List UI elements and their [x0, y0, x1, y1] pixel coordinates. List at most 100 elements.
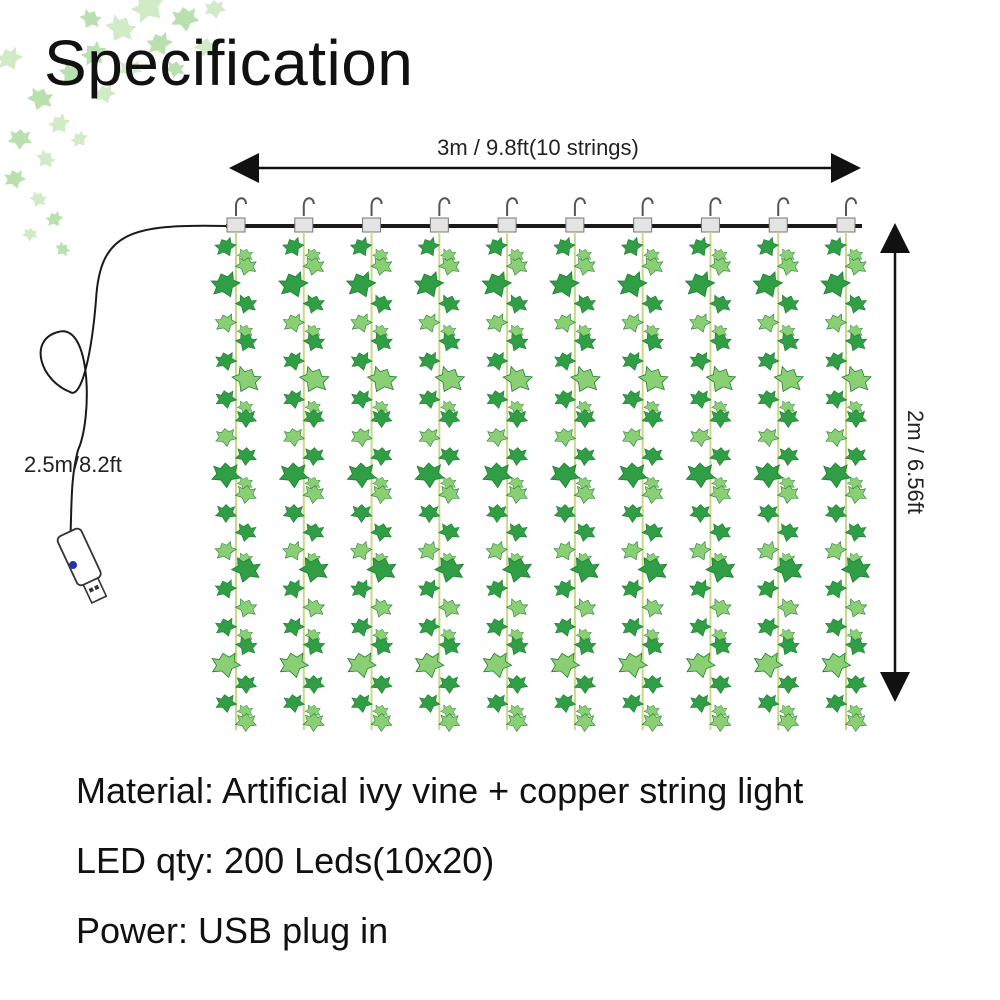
ivy-leaf-icon [214, 236, 237, 257]
ivy-leaf-icon [824, 313, 848, 333]
ivy-leaf-icon [641, 713, 664, 733]
ivy-leaf-icon [438, 447, 461, 467]
ivy-leaf-icon [438, 598, 461, 618]
hook-icon [370, 197, 383, 216]
ivy-leaf-icon [689, 428, 712, 447]
ivy-leaf-icon [824, 504, 848, 524]
clip-icon [700, 217, 720, 233]
ivy-leaf-icon [641, 523, 664, 542]
ivy-string [413, 197, 466, 733]
ivy-leaf-icon [302, 635, 326, 656]
ivy-leaf-icon [486, 351, 509, 371]
ivy-leaf-icon [506, 409, 529, 429]
ivy-string [278, 197, 330, 733]
ivy-leaf-icon [234, 256, 257, 276]
ivy-leaf-icon [234, 409, 258, 429]
ivy-leaf-icon [620, 236, 644, 257]
ivy-leaf-icon [283, 428, 306, 447]
ivy-string [616, 197, 669, 733]
ivy-leaf-icon [709, 598, 732, 618]
ivy-leaf-icon [438, 675, 461, 695]
ivy-leaf-icon [433, 556, 465, 583]
hook-icon [573, 197, 586, 216]
ivy-leaf-icon [553, 579, 576, 599]
ivy-leaf-icon [573, 485, 596, 504]
ivy-leaf-icon [347, 652, 377, 679]
ivy-leaf-icon [413, 270, 445, 298]
ivy-leaf-icon [278, 462, 310, 489]
ivy-leaf-icon [845, 635, 868, 656]
ivy-leaf-icon [753, 652, 784, 679]
ivy-leaf-icon [438, 332, 461, 352]
ivy-leaf-icon [346, 462, 377, 489]
ivy-leaf-icon [350, 313, 373, 333]
ivy-leaf-icon [621, 504, 644, 524]
ivy-leaf-icon [709, 713, 732, 733]
ivy-leaf-icon [370, 256, 393, 276]
ivy-leaf-icon [434, 365, 466, 393]
ivy-leaf-icon [193, 38, 216, 57]
hook-icon [438, 197, 451, 216]
ivy-leaf-icon [776, 523, 799, 542]
ivy-leaf-icon [689, 694, 712, 713]
ivy-leaf-icon [171, 7, 200, 32]
ivy-leaf-icon [824, 540, 847, 561]
ivy-leaf-icon [757, 351, 780, 371]
ivy-leaf-icon [756, 579, 780, 599]
ivy-leaf-icon [215, 694, 238, 713]
ivy-leaf-icon [549, 270, 580, 298]
ivy-leaf-icon [776, 485, 799, 504]
ivy-leaf-icon [844, 332, 868, 352]
ivy-leaf-icon [505, 256, 528, 276]
ivy-leaf-icon [505, 294, 529, 314]
ivy-leaf-icon [370, 447, 393, 467]
ivy-leaf-icon [569, 556, 600, 583]
ivy-leaf-icon [688, 540, 712, 561]
ivy-leaf-icon [757, 313, 780, 333]
ivy-leaf-icon [688, 236, 712, 257]
ivy-leaf-icon [554, 390, 577, 409]
ivy-leaf-icon [345, 270, 377, 298]
ivy-leaf-icon [573, 713, 596, 733]
ivy-leaf-icon [279, 652, 310, 679]
ivy-leaf-icon [573, 447, 596, 467]
ivy-leaf-icon [505, 485, 528, 504]
ivy-leaf-icon [370, 332, 393, 352]
ivy-leaf-icon [553, 236, 576, 257]
ivy-leaf-icon [705, 556, 736, 583]
ivy-leaf-icon [349, 540, 373, 561]
ivy-leaf-icon [350, 694, 373, 713]
ivy-leaf-icon [777, 294, 800, 314]
ivy-leaf-icon [438, 294, 461, 314]
hook-icon [302, 197, 315, 216]
ivy-leaf-icon [573, 256, 596, 276]
ivy-leaf-icon [621, 313, 644, 333]
clip-icon [836, 217, 856, 233]
spec-led-qty: LED qty: 200 Leds(10x20) [76, 840, 495, 881]
ivy-leaf-icon [235, 635, 258, 656]
ivy-leaf-icon [80, 40, 107, 66]
ivy-leaf-icon [757, 504, 780, 524]
ivy-leaf-icon [370, 409, 393, 429]
ivy-leaf-icon [7, 129, 33, 150]
ivy-leaf-icon [0, 46, 23, 70]
ivy-leaf-icon [298, 556, 329, 583]
ivy-leaf-icon [485, 313, 509, 333]
ivy-leaf-icon [506, 598, 529, 618]
ivy-leaf-icon [777, 635, 800, 656]
ivy-leaf-icon [210, 270, 242, 298]
ivy-leaf-icon [844, 294, 868, 314]
ivy-leaf-icon [486, 617, 509, 637]
ivy-leaf-icon [709, 256, 732, 276]
ivy-leaf-icon [845, 675, 868, 695]
ivy-leaf-icon [93, 84, 117, 104]
ivy-leaf-icon [840, 556, 871, 583]
ivy-leaf-icon [351, 390, 373, 409]
ivy-leaf-icon [370, 675, 393, 695]
ivy-leaf-icon [418, 313, 441, 333]
ivy-string [820, 197, 872, 733]
ivy-leaf-icon [418, 579, 441, 599]
ivy-leaf-icon [58, 62, 84, 84]
width-dimension-label: 3m / 9.8ft(10 strings) [437, 135, 639, 160]
hook-icon [235, 197, 247, 216]
